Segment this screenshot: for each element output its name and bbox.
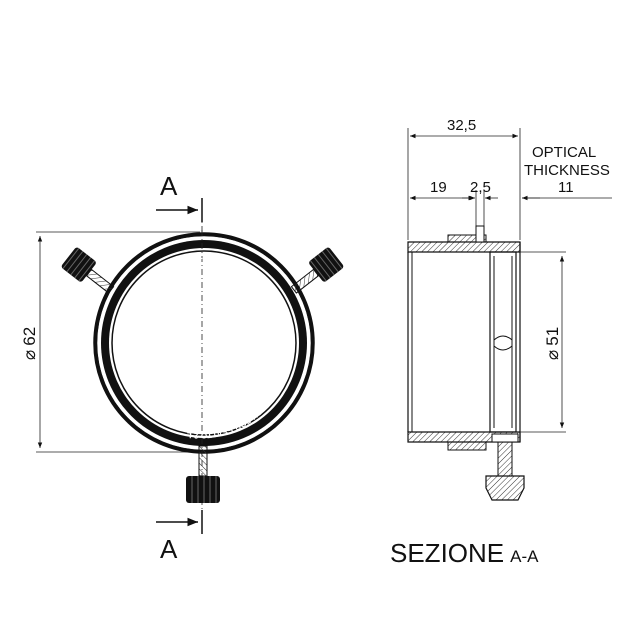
inner-diameter-symbol: ⌀ (543, 350, 562, 360)
optical-label-1: OPTICAL (532, 144, 596, 161)
dim-left: 19 (430, 179, 447, 196)
dim-total-length: 32,5 (447, 117, 476, 134)
section-marker-bottom: A (156, 510, 203, 564)
outer-diameter-dimension: ⌀ 62 (20, 231, 200, 453)
thumbscrew-bottom (186, 445, 220, 503)
optical-label-2: THICKNESS (524, 162, 610, 179)
inner-diameter-value: 51 (543, 327, 562, 346)
visual-back-ring (93, 230, 315, 456)
section-letter-bottom: A (160, 534, 178, 564)
outer-diameter-value: 62 (20, 327, 39, 346)
section-thumbscrew (485, 433, 525, 501)
section-dimensions: 32,5 19 2,5 OPTICAL THICKNESS 11 (407, 117, 612, 240)
inner-diameter-dimension: ⌀ 51 (520, 251, 566, 433)
svg-text:⌀51: ⌀ 51 (543, 327, 562, 360)
dim-slot: 2,5 (470, 179, 491, 196)
section-letter-top: A (160, 171, 178, 201)
front-view: ⌀62 A A PRIMALUCELAB (0, 0, 344, 564)
section-title-suffix: A-A (510, 547, 539, 566)
thumbscrew-upper-right (290, 247, 344, 294)
optical-value: 11 (558, 179, 574, 196)
section-view: 32,5 19 2,5 OPTICAL THICKNESS 11 (390, 117, 612, 568)
svg-text:⌀62: ⌀ 62 (20, 327, 39, 360)
diameter-symbol: ⌀ (20, 350, 39, 360)
thumbscrew-upper-left (61, 247, 115, 294)
section-marker-top: A (156, 171, 203, 222)
section-body (407, 225, 521, 451)
